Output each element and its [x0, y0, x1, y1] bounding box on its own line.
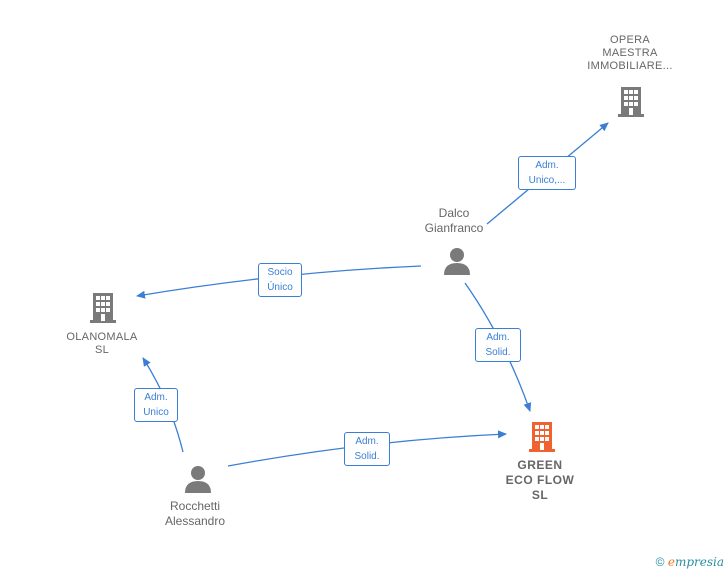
edge-label-rocchetti-olanomala[interactable]: Adm. Unico: [134, 388, 178, 422]
label-line: Gianfranco: [424, 221, 484, 235]
building-icon[interactable]: [90, 293, 116, 323]
edge-label-line: Socio: [267, 267, 293, 278]
person-icon[interactable]: [185, 466, 211, 493]
label-line: Alessandro: [164, 514, 226, 528]
building-icon[interactable]: [616, 86, 646, 117]
building-icon-main[interactable]: [529, 422, 555, 452]
edge-label-line: Adm.: [535, 160, 559, 171]
edge-label-dalco-opera[interactable]: Adm. Unico,...: [518, 156, 576, 190]
copyright-icon: ©: [655, 555, 665, 569]
person-icon[interactable]: [444, 248, 470, 275]
label-line: IMMOBILIARE...: [587, 60, 673, 72]
person-label-dalco[interactable]: Dalco Gianfranco: [404, 206, 504, 236]
edge-label-line: Único: [267, 282, 293, 293]
label-line: Rocchetti: [169, 499, 221, 513]
edge-label-line: Adm.: [355, 436, 379, 447]
footer-brand: © empresia: [656, 555, 724, 569]
company-label-green-eco-flow[interactable]: GREEN ECO FLOW SL: [490, 458, 590, 503]
edge-label-dalco-green[interactable]: Adm. Solid.: [475, 328, 521, 362]
label-line: OPERA: [609, 34, 650, 46]
label-line: GREEN: [517, 458, 563, 472]
company-label-olanomala[interactable]: OLANOMALA SL: [52, 331, 152, 357]
company-label-opera[interactable]: OPERA MAESTRA IMMOBILIARE...: [572, 34, 688, 73]
label-line: SL: [531, 488, 549, 502]
edge-label-line: Unico: [143, 407, 169, 418]
label-line: ECO FLOW: [505, 473, 575, 487]
person-label-rocchetti[interactable]: Rocchetti Alessandro: [145, 499, 245, 529]
edge-label-line: Adm.: [486, 332, 510, 343]
label-line: SL: [94, 344, 110, 356]
edge-label-line: Solid.: [485, 347, 511, 358]
brand-name: mpresia: [674, 555, 724, 569]
edge-label-dalco-olanomala[interactable]: Socio Único: [258, 263, 302, 297]
label-line: Dalco: [438, 206, 470, 220]
edge-label-line: Unico,...: [528, 175, 566, 186]
edge-label-rocchetti-green[interactable]: Adm. Solid.: [344, 432, 390, 466]
label-line: MAESTRA: [602, 47, 658, 59]
label-line: OLANOMALA: [66, 331, 138, 343]
edge-label-line: Adm.: [144, 392, 168, 403]
brand-initial: e: [667, 555, 675, 569]
edge-label-line: Solid.: [354, 451, 380, 462]
